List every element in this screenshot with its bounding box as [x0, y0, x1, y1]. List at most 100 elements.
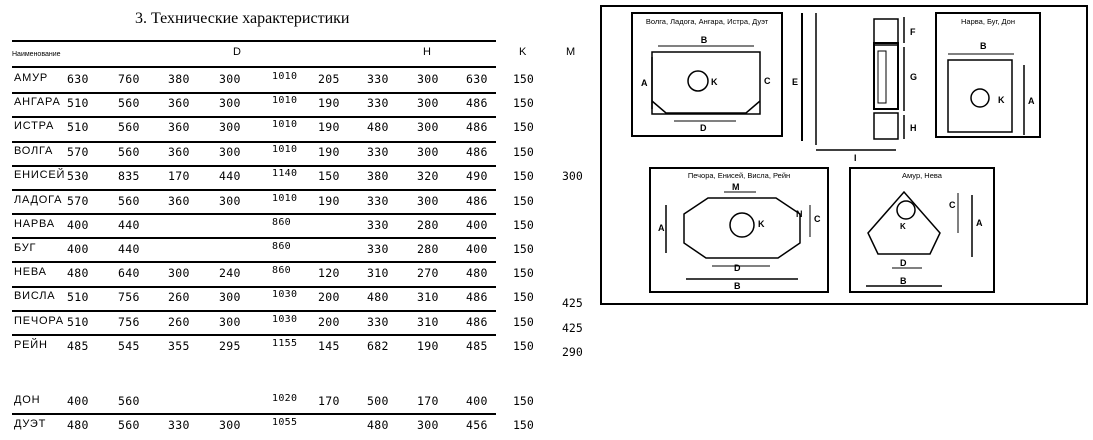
row-cell: 380	[367, 169, 389, 183]
svg-text:K: K	[900, 222, 906, 231]
row-cell: 300	[219, 96, 241, 110]
row-cell: 400	[466, 394, 488, 408]
svg-text:D: D	[700, 123, 707, 133]
row-cell: 480	[367, 120, 389, 134]
row-cell: 240	[219, 266, 241, 280]
row-cell: 300	[219, 315, 241, 329]
row-model-name: БУГ	[14, 242, 37, 254]
row-model-name: АНГАРА	[14, 96, 61, 108]
row-cell: 530	[67, 169, 89, 183]
row-cell: 560	[118, 120, 140, 134]
row-cell: 330	[367, 145, 389, 159]
row-cell: 280	[417, 242, 439, 256]
svg-text:E: E	[792, 77, 798, 87]
section-title: 3. Технические характеристики	[135, 10, 350, 27]
row-cell: 360	[168, 120, 190, 134]
row-cell: 300	[417, 194, 439, 208]
row-k-value: 150	[513, 339, 534, 353]
row-cell: 560	[118, 96, 140, 110]
row-cell: 560	[118, 145, 140, 159]
row-cell: 190	[318, 145, 340, 159]
row-cell: 300	[168, 266, 190, 280]
row-cell: 1010	[272, 144, 298, 155]
row-cell: 360	[168, 96, 190, 110]
svg-text:C: C	[764, 76, 771, 86]
row-cell: 330	[367, 218, 389, 232]
row-cell: 480	[67, 266, 89, 280]
svg-text:F: F	[910, 27, 916, 37]
row-cell: 630	[466, 72, 488, 86]
panel3-caption: Печора, Енисей, Висла, Рейн	[688, 171, 790, 180]
row-m-value: 425	[562, 321, 583, 335]
row-k-value: 150	[513, 72, 534, 86]
row-cell: 190	[417, 339, 439, 353]
row-cell: 270	[417, 266, 439, 280]
svg-text:K: K	[711, 77, 718, 87]
panel-narva-group: Нарва, Буг, Дон B K A	[935, 12, 1041, 138]
row-model-name: ДУЭТ	[14, 418, 47, 430]
row-cell: 330	[367, 194, 389, 208]
header-d: D	[233, 46, 241, 58]
row-cell: 486	[466, 194, 488, 208]
row-cell: 400	[67, 242, 89, 256]
row-k-value: 150	[513, 169, 534, 183]
row-divider	[12, 116, 496, 118]
row-cell: 510	[67, 96, 89, 110]
svg-text:D: D	[734, 263, 741, 273]
row-cell: 300	[219, 194, 241, 208]
row-cell: 440	[219, 169, 241, 183]
row-divider	[12, 92, 496, 94]
row-model-name: АМУР	[14, 72, 49, 84]
row-cell: 560	[118, 394, 140, 408]
row-cell: 330	[168, 418, 190, 432]
svg-text:K: K	[998, 95, 1005, 105]
svg-text:C: C	[949, 200, 956, 210]
row-cell: 630	[67, 72, 89, 86]
row-model-name: ЕНИСЕЙ	[14, 169, 66, 181]
row-cell: 120	[318, 266, 340, 280]
row-cell: 486	[466, 290, 488, 304]
row-cell: 260	[168, 290, 190, 304]
svg-text:M: M	[732, 182, 740, 192]
panel-pechora-group: Печора, Енисей, Висла, Рейн M K A N C D …	[649, 167, 829, 293]
row-divider	[12, 213, 496, 215]
row-cell: 545	[118, 339, 140, 353]
row-cell: 440	[118, 242, 140, 256]
row-divider	[12, 237, 496, 239]
row-cell: 486	[466, 145, 488, 159]
row-cell: 1155	[272, 338, 298, 349]
row-cell: 190	[318, 96, 340, 110]
row-model-name: ВОЛГА	[14, 145, 54, 157]
row-cell: 300	[417, 120, 439, 134]
row-cell: 300	[417, 72, 439, 86]
row-cell: 190	[318, 120, 340, 134]
row-divider	[12, 310, 496, 312]
row-k-value: 150	[513, 218, 534, 232]
row-divider	[12, 286, 496, 288]
panel2-caption: Нарва, Буг, Дон	[961, 17, 1015, 26]
row-cell: 682	[367, 339, 389, 353]
panel-volga-group: Волга, Ладога, Ангара, Истра, Дуэт B A C…	[631, 12, 783, 137]
row-cell: 330	[367, 242, 389, 256]
row-cell: 480	[367, 290, 389, 304]
svg-text:C: C	[814, 214, 821, 224]
svg-text:A: A	[1028, 96, 1035, 106]
row-cell: 560	[118, 418, 140, 432]
row-model-name: ВИСЛА	[14, 290, 56, 302]
row-cell: 200	[318, 290, 340, 304]
row-cell: 300	[219, 145, 241, 159]
row-m-value: 425	[562, 296, 583, 310]
row-k-value: 150	[513, 315, 534, 329]
row-cell: 310	[417, 290, 439, 304]
row-cell: 170	[168, 169, 190, 183]
row-cell: 330	[367, 72, 389, 86]
row-cell: 560	[118, 194, 140, 208]
row-cell: 300	[417, 96, 439, 110]
row-divider	[12, 141, 496, 143]
row-cell: 480	[67, 418, 89, 432]
